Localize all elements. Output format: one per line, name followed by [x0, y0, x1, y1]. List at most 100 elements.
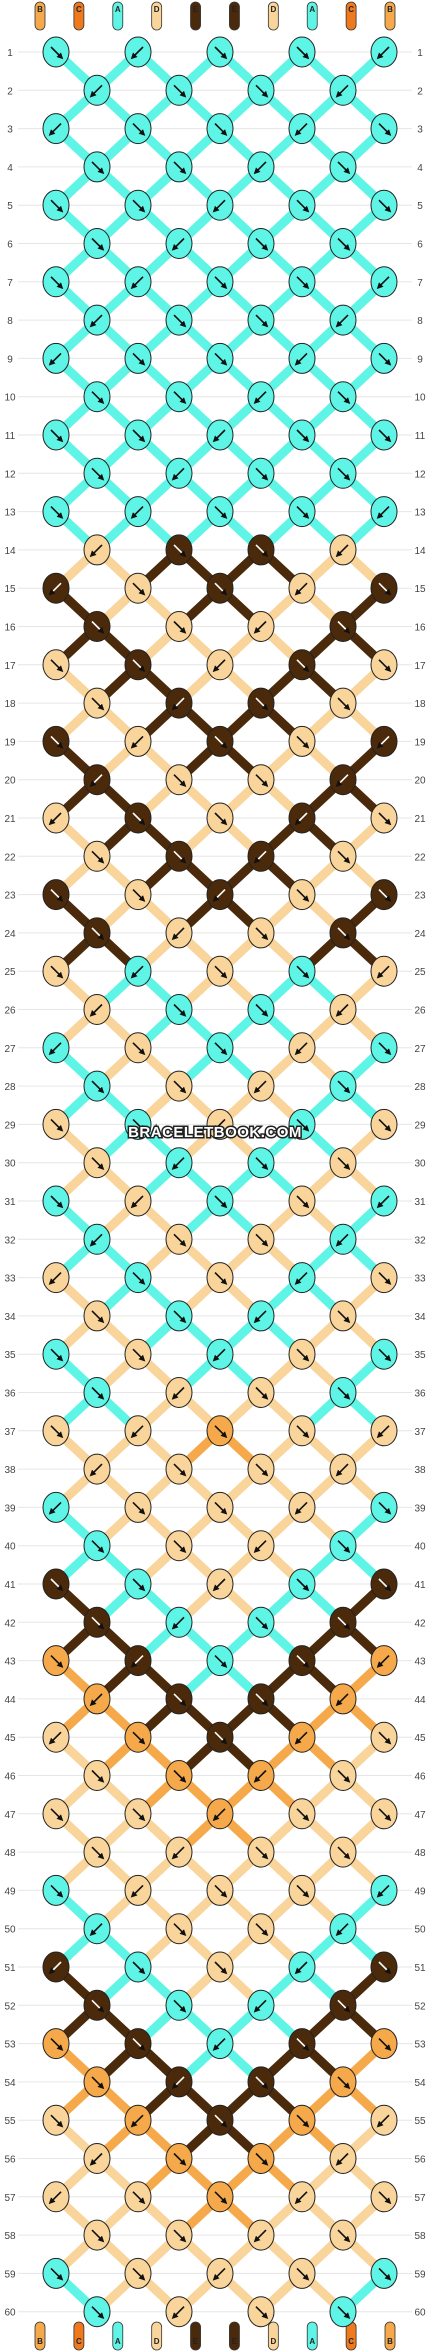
knot: [370, 2028, 398, 2060]
row-number: 58: [414, 2231, 426, 2242]
knot: [83, 1606, 111, 1638]
knot: [124, 2257, 152, 2289]
row-number: 34: [4, 1312, 16, 1323]
knot: [206, 1951, 234, 1983]
row-number: 47: [4, 1810, 16, 1821]
knot: [370, 419, 398, 451]
knot: [206, 266, 234, 298]
knot: [165, 1606, 193, 1638]
knot: [83, 1913, 111, 1945]
knot: [206, 113, 234, 145]
knot: [165, 1989, 193, 2021]
row-number: 4: [7, 163, 13, 174]
strand-end: [34, 2321, 46, 2351]
knot: [329, 2296, 357, 2328]
knot: [165, 2296, 193, 2328]
row-number: 45: [414, 1733, 426, 1744]
row-number: 19: [414, 737, 426, 748]
knot: [42, 1951, 70, 1983]
knot: [42, 36, 70, 68]
strand-letter: D: [270, 5, 276, 14]
row-number: 43: [414, 1657, 426, 1668]
row-number: 39: [414, 1503, 426, 1514]
knot: [329, 1760, 357, 1791]
row-number: 2: [7, 86, 13, 97]
knot: [247, 687, 275, 719]
row-number: 11: [415, 431, 426, 442]
row-number: 22: [4, 852, 16, 863]
knot: [124, 1798, 152, 1830]
knot: [206, 419, 234, 451]
knot: [124, 955, 152, 987]
strand-end: [190, 1, 201, 31]
knot: [42, 266, 70, 298]
row-number: 25: [4, 967, 16, 978]
knot: [42, 1874, 70, 1906]
knot: [288, 1491, 316, 1523]
knot: [247, 1606, 275, 1638]
knot: [370, 1262, 398, 1294]
knot: [124, 266, 152, 298]
knot: [329, 611, 357, 642]
knot: [206, 1032, 234, 1064]
knot: [165, 74, 193, 106]
knot: [288, 1338, 316, 1370]
knot: [83, 1530, 111, 1562]
row-number: 17: [414, 661, 426, 672]
row-number: 3: [7, 125, 13, 136]
row-number: 28: [4, 1082, 16, 1093]
row-number: 1: [417, 48, 423, 59]
knot: [370, 496, 398, 528]
knot: [329, 1606, 357, 1638]
strand-end: [384, 1, 396, 31]
row-number: 21: [414, 814, 426, 825]
row-number: 15: [414, 584, 426, 595]
knot: [165, 2066, 193, 2098]
row-number: 20: [4, 776, 16, 787]
knot: [124, 36, 152, 68]
knot: [370, 2181, 398, 2213]
knot: [83, 381, 111, 413]
knot: [42, 1645, 70, 1677]
knot: [83, 1760, 111, 1791]
knot: [206, 649, 234, 681]
knot: [206, 1874, 234, 1906]
row-number: 14: [4, 546, 16, 557]
row-number: 39: [4, 1503, 16, 1514]
row-number: 27: [414, 1044, 426, 1055]
knot: [83, 2066, 111, 2098]
knot: [124, 879, 152, 911]
knot: [124, 342, 152, 374]
row-number: 58: [4, 2231, 16, 2242]
knot: [370, 1568, 398, 1600]
knot: [124, 649, 152, 681]
knot: [206, 1185, 234, 1217]
row-number: 28: [414, 1082, 426, 1093]
row-number: 14: [414, 546, 426, 557]
strand-letter: E: [232, 5, 238, 14]
knot: [124, 1721, 152, 1753]
row-number: 42: [4, 1618, 16, 1629]
knot: [83, 994, 111, 1025]
knot: [288, 1798, 316, 1830]
knot: [370, 113, 398, 145]
knot: [206, 802, 234, 834]
row-number: 41: [414, 1580, 426, 1591]
knot: [370, 1645, 398, 1677]
row-number: 7: [417, 278, 423, 289]
knot: [288, 1108, 316, 1140]
knot: [165, 1147, 193, 1179]
knot: [247, 151, 275, 183]
knot: [329, 1453, 357, 1485]
knot: [42, 572, 70, 604]
knot: [329, 917, 357, 949]
knot: [165, 457, 193, 489]
strand-letter: A: [115, 5, 121, 14]
watermark: BRACELETBOOK.COM: [128, 1124, 302, 1141]
row-number: 12: [4, 469, 16, 480]
knot: [329, 1377, 357, 1408]
knot: [165, 1377, 193, 1408]
knot: [370, 1951, 398, 1983]
knot: [83, 1147, 111, 1179]
knot: [370, 189, 398, 221]
